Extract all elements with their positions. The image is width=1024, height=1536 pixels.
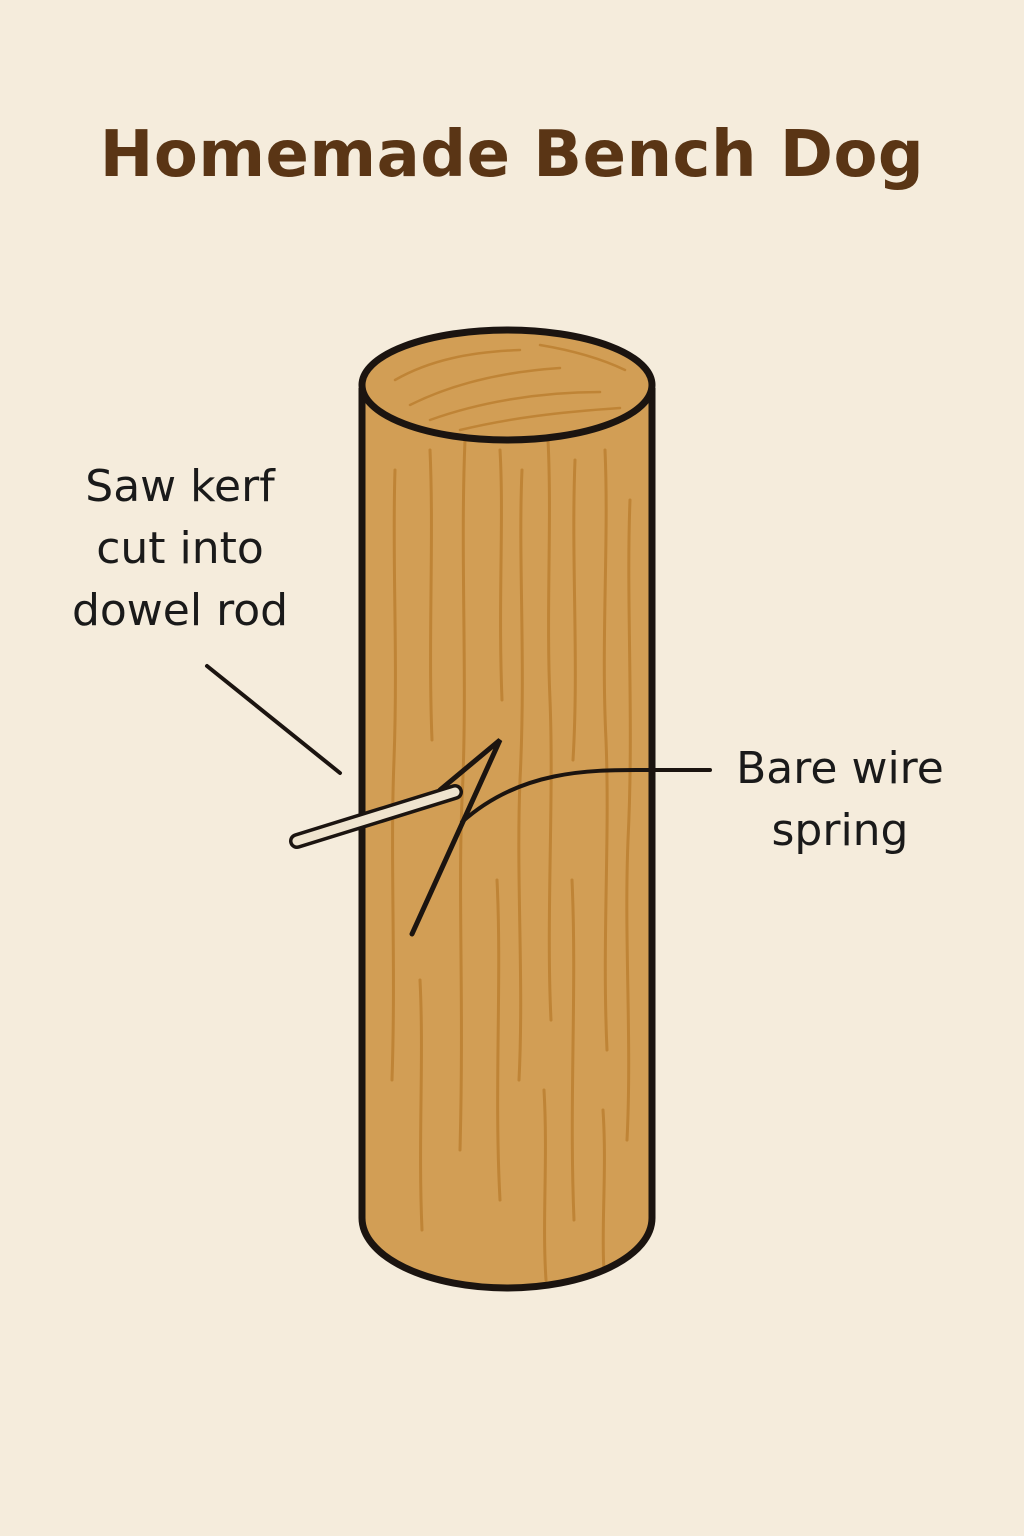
kerf-label-line-1: Saw kerf — [85, 461, 275, 512]
kerf-label: Saw kerf cut into dowel rod — [40, 456, 320, 642]
dowel-rod — [358, 388, 656, 1292]
spring-label: Bare wire spring — [712, 738, 968, 862]
dowel-body — [362, 388, 652, 1288]
wire-spring — [289, 784, 463, 849]
wood-grain — [390, 438, 632, 1282]
spring-leader-line — [460, 768, 712, 824]
saw-kerf-cut — [409, 738, 503, 937]
kerf-label-line-2: cut into — [96, 523, 264, 574]
kerf-label-line-3: dowel rod — [71, 585, 289, 636]
diagram-title: Homemade Bench Dog — [99, 118, 925, 192]
spring-label-line-1: Bare wire — [736, 743, 944, 794]
spring-label-line-2: spring — [771, 805, 909, 856]
dowel-outline — [358, 388, 656, 1292]
kerf-leader-line — [205, 664, 342, 775]
dowel-top-end — [358, 326, 656, 444]
